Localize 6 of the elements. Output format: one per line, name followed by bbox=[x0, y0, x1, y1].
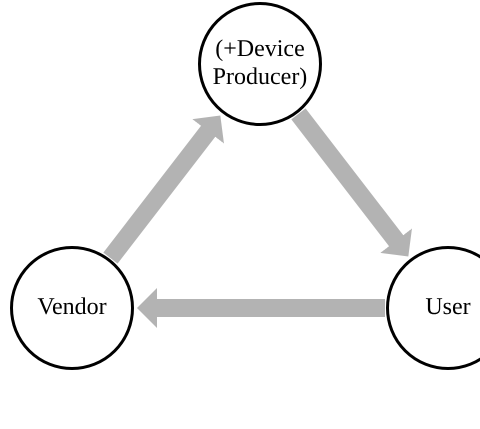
block-arrow bbox=[137, 288, 385, 328]
block-arrow bbox=[103, 116, 224, 264]
node-label: User bbox=[424, 294, 472, 322]
node-label: Vendor bbox=[36, 294, 108, 322]
node-label: (+Device Producer) bbox=[212, 36, 308, 92]
block-arrow bbox=[291, 108, 412, 256]
